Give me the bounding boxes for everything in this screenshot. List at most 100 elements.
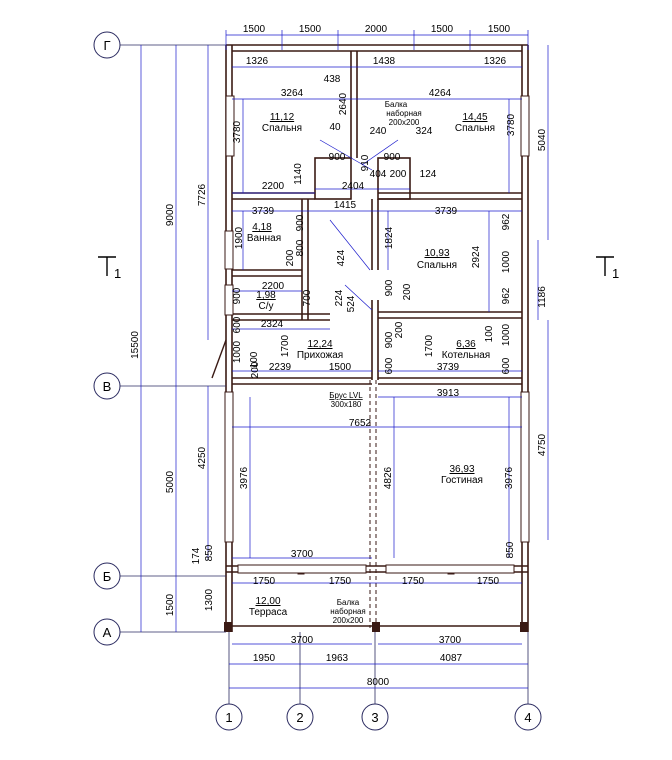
dim-3739a: 3739 (252, 206, 275, 217)
room-name-boiler: Котельная (442, 350, 490, 361)
beam-note-bottom-2: наборная (330, 607, 366, 616)
dimension-lines (140, 30, 549, 689)
dim-3780a: 3780 (232, 120, 243, 143)
dim-1415: 1415 (334, 200, 357, 211)
dim-top-5: 1500 (488, 24, 511, 35)
axis-label-v: В (103, 379, 112, 394)
room-name-bedroom-3: Спальня (417, 260, 457, 271)
axis-lines (120, 44, 529, 704)
dim-3976a: 3976 (239, 466, 250, 489)
room-name-terrace: Терраса (249, 607, 288, 618)
dim-1750d: 1750 (477, 576, 500, 587)
beam-note-top-2: наборная (386, 109, 422, 118)
dim-100b: 100 (484, 325, 495, 342)
dim-1963: 1963 (326, 653, 349, 664)
dim-324: 324 (416, 126, 433, 137)
dim-900b: 900 (384, 152, 401, 163)
room-name-bedroom-2: Спальня (455, 123, 495, 134)
section-mark-right: 1 (612, 266, 619, 281)
room-name-bedroom-1: Спальня (262, 123, 302, 134)
dim-2404: 2404 (342, 181, 365, 192)
dim-4750: 4750 (537, 433, 548, 456)
dim-850b: 850 (505, 541, 516, 558)
dim-top-4: 1500 (431, 24, 454, 35)
top-dimensions: 1500 1500 2000 1500 1500 (243, 24, 511, 35)
dim-174: 174 (191, 547, 202, 564)
dim-top-1: 1500 (243, 24, 266, 35)
dim-1326b: 1326 (484, 56, 507, 67)
section-marks (98, 256, 614, 276)
dim-900e: 900 (384, 279, 395, 296)
dim-9000: 9000 (165, 203, 176, 226)
room-area-boiler: 6,36 (456, 339, 476, 350)
beam-note-lvl-2: 300x180 (331, 400, 362, 409)
dim-8000: 8000 (367, 677, 390, 688)
overall-dimensions: 15500 9000 7726 5000 1500 5040 4750 1186… (130, 128, 548, 688)
dim-1500c: 1500 (329, 362, 352, 373)
dim-424: 424 (336, 249, 347, 266)
beam-note-top-1: Балка (385, 100, 408, 109)
dim-3739c: 3739 (437, 362, 460, 373)
dim-top-3: 2000 (365, 24, 388, 35)
dim-124: 124 (420, 169, 437, 180)
dim-3700b: 3700 (291, 635, 314, 646)
dim-1750a: 1750 (253, 576, 276, 587)
beam-note-lvl-1: Брус LVL (329, 391, 363, 400)
dim-3913: 3913 (437, 388, 460, 399)
dim-1000c: 1000 (501, 323, 512, 346)
dim-700: 700 (302, 289, 313, 306)
dim-1326a: 1326 (246, 56, 269, 67)
dim-1438: 1438 (373, 56, 396, 67)
entrance-door (211, 339, 227, 379)
dim-3976b: 3976 (504, 466, 515, 489)
dim-1140: 1140 (293, 163, 304, 185)
dim-3739b: 3739 (435, 206, 458, 217)
dim-962b: 962 (501, 287, 512, 304)
dim-5000: 5000 (165, 470, 176, 493)
axis-label-4: 4 (524, 710, 531, 725)
dim-15500: 15500 (130, 331, 141, 359)
room-area-bedroom-2: 14,45 (462, 112, 487, 123)
dim-1750c: 1750 (402, 576, 425, 587)
dim-524: 524 (346, 295, 357, 312)
dim-2924: 2924 (471, 245, 482, 268)
dim-4264: 4264 (429, 88, 452, 99)
axis-label-2: 2 (296, 710, 303, 725)
axis-label-b: Б (103, 569, 112, 584)
dim-200e: 200 (394, 321, 405, 338)
dim-1186: 1186 (537, 286, 548, 308)
room-area-bathroom: 4,18 (252, 222, 272, 233)
dim-7652: 7652 (349, 418, 372, 429)
dim-850a: 850 (204, 544, 215, 561)
dim-962a: 962 (501, 213, 512, 230)
room-area-hall: 12,24 (307, 339, 332, 350)
dim-600c: 600 (501, 357, 512, 374)
axis-label-a: А (103, 625, 112, 640)
dim-1000a: 1000 (501, 250, 512, 273)
dim-200a: 200 (390, 169, 407, 180)
room-name-hall: Прихожая (297, 350, 343, 361)
dim-4087: 4087 (440, 653, 463, 664)
dim-1700a: 1700 (280, 334, 291, 357)
dim-600a: 600 (232, 316, 243, 333)
dim-900c: 900 (295, 214, 306, 231)
beam-note-bottom-3: 200x200 (333, 616, 364, 625)
dim-2200b: 2200 (262, 281, 285, 292)
dim-3700c: 3700 (439, 635, 462, 646)
section-mark-left: 1 (114, 266, 121, 281)
dim-1824: 1824 (384, 226, 395, 249)
room-area-living: 36,93 (449, 464, 474, 475)
room-area-wc: 1,98 (256, 290, 276, 301)
beam-note-bottom-1: Балка (337, 598, 360, 607)
dim-1900: 1900 (234, 226, 245, 249)
dim-1750b: 1750 (329, 576, 352, 587)
dim-800: 800 (295, 239, 306, 256)
axis-label-1: 1 (225, 710, 232, 725)
dim-1950: 1950 (253, 653, 276, 664)
dim-240: 240 (370, 126, 387, 137)
dim-900a: 900 (329, 152, 346, 163)
axis-label-g: Г (103, 38, 110, 53)
dim-2324: 2324 (261, 319, 284, 330)
room-name-bathroom: Ванная (247, 233, 281, 244)
